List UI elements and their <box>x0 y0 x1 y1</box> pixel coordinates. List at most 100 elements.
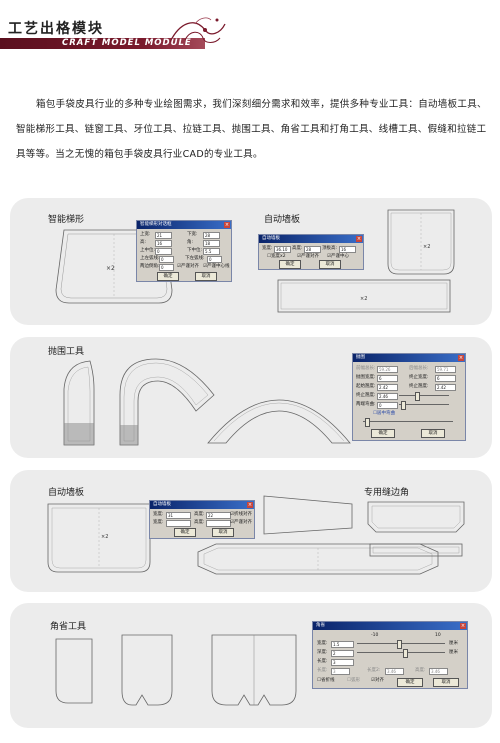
end-curve-field[interactable]: 2.42 <box>435 384 456 391</box>
dart-pattern-3 <box>211 634 297 706</box>
wall-width-2-field[interactable] <box>166 520 191 527</box>
wall-height-field[interactable]: 28 <box>304 246 321 253</box>
wall-width-field[interactable]: 36.10 <box>274 246 291 253</box>
checkbox-fold[interactable]: ☑折线对齐 <box>230 512 253 517</box>
close-icon[interactable]: × <box>356 236 362 242</box>
wall-pattern-top: ×2 <box>387 209 455 275</box>
end-curve-2-field[interactable]: 2.46 <box>377 393 398 400</box>
seam-pattern-hex <box>197 543 439 575</box>
dialog-title: 抛围× <box>353 354 465 362</box>
seam-corner-pattern <box>367 501 465 533</box>
throw-width-field[interactable]: 6 <box>377 375 398 382</box>
checkbox-double[interactable]: ☐宽度x2 <box>267 254 286 259</box>
ok-button[interactable]: 确定 <box>279 260 301 269</box>
dart-depth-field[interactable]: 2 <box>331 650 354 657</box>
checkbox-align[interactable]: ☑严谨对齐 <box>297 254 320 259</box>
close-icon[interactable]: × <box>247 502 253 508</box>
dart-length-field[interactable]: 3 <box>331 659 354 666</box>
auto-wall-dialog: 自动墙板× 宽度: 36.10 高度: 28 顶板高: 16 ☐宽度x2 ☑严谨… <box>258 234 364 270</box>
top-width-field[interactable]: 21 <box>155 232 172 239</box>
wall-depth-field[interactable]: 16 <box>339 246 356 253</box>
bend-field[interactable]: 0 <box>377 402 398 409</box>
checkbox-center[interactable]: ☑严谨中心线 <box>203 264 230 269</box>
checkbox-center-bend[interactable]: ☐居中弯曲 <box>373 411 396 416</box>
dialog-title: 自动墙板× <box>259 235 363 243</box>
wall-height-2-field[interactable] <box>206 520 231 527</box>
dart-width-field[interactable]: 1.5 <box>331 641 354 648</box>
svg-text:×2: ×2 <box>101 534 108 540</box>
height-field[interactable]: 16 <box>155 240 172 247</box>
dart-length-readonly: 3 <box>331 668 350 675</box>
page-subtitle: CRAFT MODEL MODULE <box>62 38 192 48</box>
checkbox-align[interactable]: ☑严谨对齐 <box>177 264 200 269</box>
panel-label-seam-corner: 专用缝边角 <box>364 488 410 498</box>
svg-text:×2: ×2 <box>423 244 430 250</box>
page-title: 工艺出格模块 <box>8 21 104 37</box>
close-icon[interactable]: × <box>224 222 230 228</box>
checkbox-arc[interactable]: ☐弧形 <box>347 678 361 683</box>
panel-label-auto-wall: 自动墙板 <box>48 488 85 498</box>
slider-1[interactable] <box>399 392 449 401</box>
checkbox-align[interactable]: ☑对齐 <box>371 678 385 683</box>
angle-field[interactable]: 18 <box>203 240 220 247</box>
ok-button[interactable]: 确定 <box>371 429 395 438</box>
cancel-button[interactable]: 取消 <box>212 528 234 537</box>
bottom-arc-field[interactable]: 0 <box>207 256 222 263</box>
dart-height-field: 3.46 <box>429 668 448 675</box>
throw-dialog: 抛围× 前幅总长: 59.26 后幅总长: 59.71 抛围宽度: 6 终止宽度… <box>352 353 466 441</box>
dart-pattern-2 <box>121 634 173 706</box>
panel-throw-tool: 抛围工具 抛围× 前幅总长: 59.26 后幅总长: 59.71 抛围宽度: 6… <box>10 337 492 458</box>
cancel-button[interactable]: 取消 <box>319 260 341 269</box>
width-slider[interactable] <box>357 640 445 649</box>
seam-pattern-trapezoid <box>263 495 353 535</box>
wall-height-field[interactable]: 22 <box>206 512 231 519</box>
throw-pattern-arc <box>207 399 351 444</box>
bottom-width-field[interactable]: 28 <box>203 232 220 239</box>
dart-pattern-1 <box>55 638 93 704</box>
trapezoid-dialog: 智能梯形对话框× 上宽: 21 下宽: 28 高: 16 角: 18 上中位: … <box>136 220 232 282</box>
close-icon[interactable]: × <box>458 355 464 361</box>
checkbox-dart-fold[interactable]: ☐省折线 <box>317 678 335 683</box>
corner-dart-dialog: 角省× -10 10 宽度: 1.5 厘米 深度: 2 厘米 长度: 3 长度:… <box>312 621 468 689</box>
panel-label-corner-dart: 角省工具 <box>50 622 87 632</box>
wall-width-field[interactable]: 31 <box>166 512 191 519</box>
checkbox-align[interactable]: ☑严谨对齐 <box>230 520 253 525</box>
checkbox-center[interactable]: ☑严谨中心 <box>327 254 350 259</box>
panel-label-throw: 抛围工具 <box>48 347 85 357</box>
dialog-title: 角省× <box>313 622 467 630</box>
ok-button[interactable]: 确定 <box>174 528 196 537</box>
intro-paragraph: 箱包手袋皮具行业的多种专业绘图需求，我们深刻细分需求和效率，提供多种专业工具：自… <box>16 99 487 160</box>
panel-corner-dart: 角省工具 角省× -10 10 宽度: 1.5 厘米 深度: 2 厘米 长度: … <box>10 603 492 728</box>
cancel-button[interactable]: 取消 <box>433 678 459 687</box>
panel-trapezoid-wall: 智能梯形 自动墙板 ×2 智能梯形对话框× 上宽: 21 下宽: 28 高: 1… <box>10 198 492 325</box>
wall-pattern: ×2 <box>47 503 151 573</box>
slider-2[interactable] <box>399 401 449 410</box>
cancel-button[interactable]: 取消 <box>421 429 445 438</box>
bottom-mid-field[interactable]: 5.5 <box>203 248 220 255</box>
end-width-field[interactable]: 6 <box>435 375 456 382</box>
back-length-field: 59.71 <box>435 366 456 373</box>
panel-wall-seam: 自动墙板 专用缝边角 ×2 自动墙板× 宽度: 31 高度: 22 ☑折线对齐 … <box>10 470 492 592</box>
close-icon[interactable]: × <box>460 623 466 629</box>
ok-button[interactable]: 确定 <box>397 678 423 687</box>
slider-3[interactable] <box>363 418 453 427</box>
panel-label-auto-wall: 自动墙板 <box>264 215 301 225</box>
fix-field[interactable]: 0 <box>159 264 174 271</box>
ok-button[interactable]: 确定 <box>157 272 179 281</box>
depth-slider[interactable] <box>357 649 445 658</box>
title-bar <box>0 38 205 49</box>
cancel-button[interactable]: 取消 <box>195 272 217 281</box>
dialog-title: 智能梯形对话框× <box>137 221 231 229</box>
start-curve-field[interactable]: 2.42 <box>377 384 398 391</box>
front-length-field: 59.26 <box>377 366 398 373</box>
top-mid-field[interactable]: 0 <box>155 248 172 255</box>
throw-pattern-2 <box>119 358 215 446</box>
panel-label-trapezoid: 智能梯形 <box>48 215 85 225</box>
svg-text:×2: ×2 <box>360 296 367 302</box>
ornament-icon <box>169 17 226 43</box>
wall-strip-pattern: ×2 <box>277 279 451 313</box>
dart-length2-field: 3.46 <box>385 668 404 675</box>
trapezoid-pattern: ×2 <box>55 229 173 304</box>
svg-text:×2: ×2 <box>106 265 115 272</box>
top-arc-field[interactable]: 0 <box>159 256 174 263</box>
